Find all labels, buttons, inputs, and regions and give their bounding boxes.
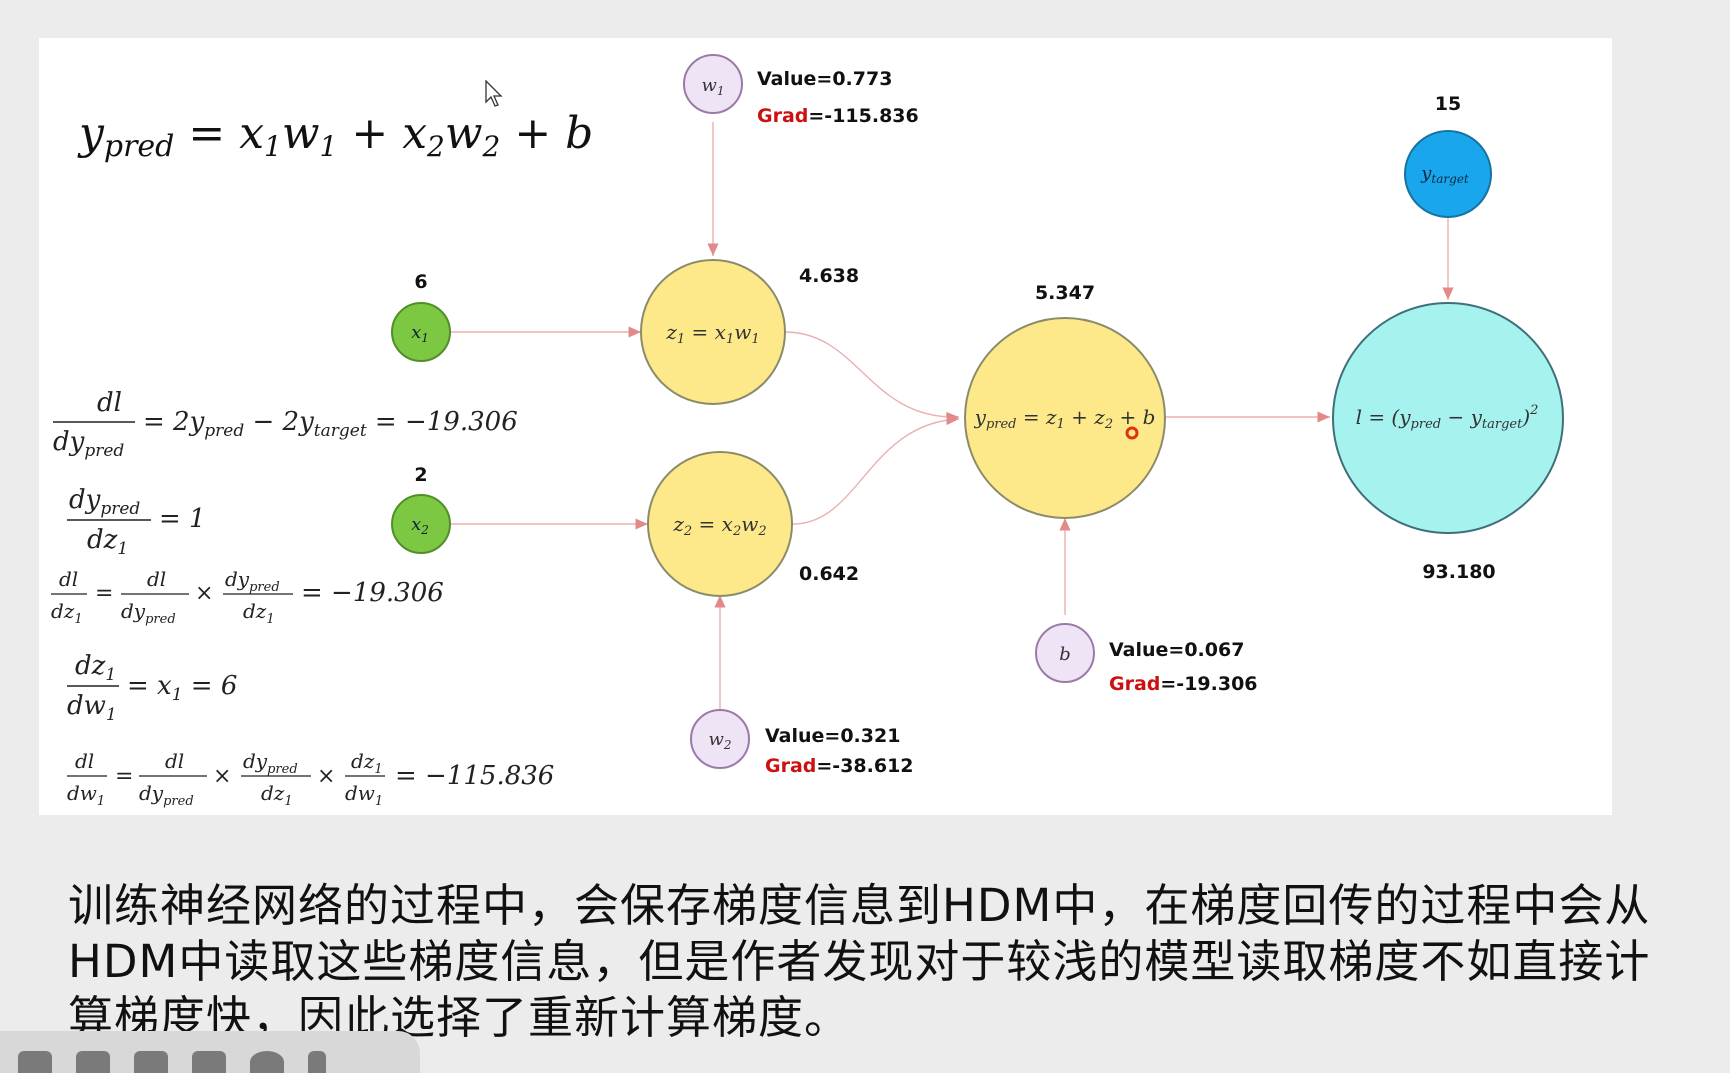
svg-text:dz1: dz1 bbox=[75, 651, 116, 685]
node-ytarget: 15 ytarget bbox=[1404, 93, 1492, 218]
slide: ypred = x1w1 + x2w2 + b w1 Value=0.773 G… bbox=[39, 38, 1612, 815]
node-ypred: 5.347 ypred = z1 + z2 + b bbox=[964, 282, 1166, 519]
svg-text:dypred: dypred bbox=[69, 485, 140, 519]
svg-text:Grad=-115.836: Grad=-115.836 bbox=[757, 105, 919, 127]
caption-text: 训练神经网络的过程中，会保存梯度信息到HDM中，在梯度回传的过程中会从HDM中读… bbox=[68, 879, 1651, 1044]
x2-value: 2 bbox=[414, 464, 427, 486]
b-grad-label: Grad bbox=[1109, 673, 1160, 695]
node-loss: l = (ypred − ytarget)2 93.180 bbox=[1332, 302, 1564, 583]
svg-text:dz1: dz1 bbox=[261, 781, 293, 809]
note-icon[interactable] bbox=[192, 1051, 226, 1073]
node-z1: z1 = x1w1 4.638 bbox=[640, 259, 859, 405]
z2-formula: z2 = x2w2 bbox=[672, 512, 766, 539]
comment-icon[interactable] bbox=[250, 1051, 284, 1073]
w1-grad-value: =-115.836 bbox=[808, 105, 918, 127]
w2-value: Value=0.321 bbox=[765, 725, 900, 747]
svg-text:dl: dl bbox=[147, 567, 166, 591]
w2-grad-value: =-38.612 bbox=[816, 755, 913, 777]
svg-text:×: × bbox=[213, 764, 231, 789]
svg-text:Grad=-38.612: Grad=-38.612 bbox=[765, 755, 914, 777]
node-x1: 6 x1 bbox=[391, 271, 451, 362]
z1-formula: z1 = x1w1 bbox=[665, 320, 759, 347]
derivation-2: dypred dz1 = 1 bbox=[67, 485, 206, 559]
pointer-dot bbox=[1125, 426, 1139, 440]
svg-text:dw1: dw1 bbox=[345, 781, 383, 809]
svg-text:dw1: dw1 bbox=[67, 781, 105, 809]
svg-text:dypred: dypred bbox=[121, 599, 176, 627]
svg-text:= x1 = 6: = x1 = 6 bbox=[127, 671, 237, 705]
svg-text:= 2ypred − 2ytarget = −19.306: = 2ypred − 2ytarget = −19.306 bbox=[143, 407, 518, 441]
w2-grad-label: Grad bbox=[765, 755, 816, 777]
z2-value: 0.642 bbox=[799, 563, 859, 585]
svg-text:×: × bbox=[317, 764, 335, 789]
svg-text:dz1: dz1 bbox=[51, 599, 83, 627]
svg-text:dl: dl bbox=[59, 567, 78, 591]
computation-graph: ypred = x1w1 + x2w2 + b w1 Value=0.773 G… bbox=[51, 54, 1564, 809]
w1-grad-label: Grad bbox=[757, 105, 808, 127]
node-b: b Value=0.067 Grad=-19.306 bbox=[1035, 623, 1258, 695]
b-grad-value: =-19.306 bbox=[1160, 673, 1257, 695]
mouse-cursor-icon bbox=[485, 80, 503, 107]
node-x2: 2 x2 bbox=[391, 464, 451, 554]
svg-text:×: × bbox=[195, 581, 213, 606]
svg-text:dl: dl bbox=[75, 749, 94, 773]
node-w2: w2 Value=0.321 Grad=-38.612 bbox=[690, 709, 914, 777]
svg-text:dz1: dz1 bbox=[87, 525, 128, 559]
x1-value: 6 bbox=[414, 271, 427, 293]
w1-value: Value=0.773 bbox=[757, 68, 892, 90]
z1-value: 4.638 bbox=[799, 265, 859, 287]
svg-text:= −19.306: = −19.306 bbox=[301, 578, 444, 608]
ypred-value: 5.347 bbox=[1035, 282, 1095, 304]
svg-text:dl: dl bbox=[165, 749, 184, 773]
svg-text:dz1: dz1 bbox=[351, 749, 383, 777]
pen-icon[interactable] bbox=[18, 1051, 52, 1073]
svg-text:dz1: dz1 bbox=[243, 599, 275, 627]
svg-text:b: b bbox=[1059, 644, 1071, 665]
svg-text:dl: dl bbox=[97, 388, 122, 418]
main-formula: ypred = x1w1 + x2w2 + b bbox=[77, 108, 593, 164]
edges bbox=[449, 122, 1454, 710]
ytarget-value: 15 bbox=[1435, 93, 1461, 115]
svg-text:dypred: dypred bbox=[243, 749, 298, 777]
svg-text:Grad=-19.306: Grad=-19.306 bbox=[1109, 673, 1258, 695]
svg-text:=: = bbox=[95, 581, 113, 606]
loss-value: 93.180 bbox=[1422, 561, 1495, 583]
camera-icon[interactable] bbox=[134, 1051, 168, 1073]
svg-text:= 1: = 1 bbox=[159, 504, 206, 534]
derivation-5: dl dw1 = dl dypred × dypred dz1 × dz1 dw… bbox=[67, 749, 554, 809]
derivation-4: dz1 dw1 = x1 = 6 bbox=[67, 651, 237, 725]
svg-text:=: = bbox=[115, 764, 133, 789]
derivation-3: dl dz1 = dl dypred × dypred dz1 = −19.30… bbox=[51, 567, 444, 627]
derivations: dl dypred = 2ypred − 2ytarget = −19.306 … bbox=[51, 388, 554, 809]
svg-text:dypred: dypred bbox=[53, 427, 124, 461]
b-value: Value=0.067 bbox=[1109, 639, 1244, 661]
screenshot-icon[interactable] bbox=[76, 1051, 110, 1073]
svg-text:dypred: dypred bbox=[139, 781, 194, 809]
edge-z1-ypred bbox=[784, 331, 960, 424]
video-toolbar bbox=[0, 1031, 420, 1073]
node-z2: z2 = x2w2 0.642 bbox=[647, 451, 859, 597]
svg-text:= −115.836: = −115.836 bbox=[395, 761, 554, 791]
derivation-1: dl dypred = 2ypred − 2ytarget = −19.306 bbox=[53, 388, 518, 461]
edge-z2-ypred bbox=[792, 413, 960, 525]
back-icon[interactable] bbox=[308, 1051, 326, 1073]
svg-text:dw1: dw1 bbox=[67, 691, 117, 725]
svg-text:dypred: dypred bbox=[225, 567, 280, 595]
node-w1: w1 Value=0.773 Grad=-115.836 bbox=[683, 54, 919, 127]
